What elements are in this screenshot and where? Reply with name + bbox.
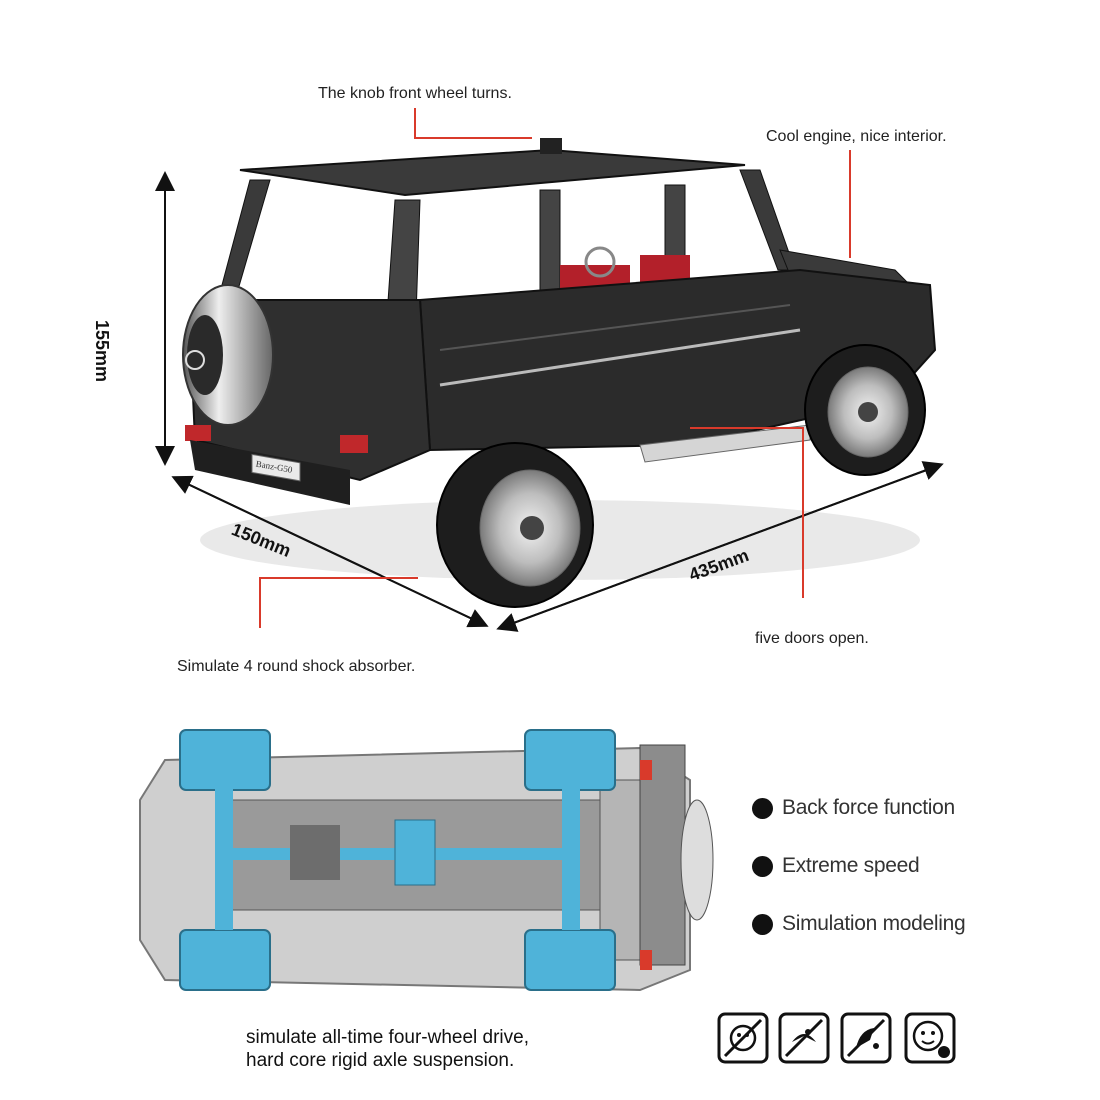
feature-label: Extreme speed bbox=[782, 854, 920, 877]
front-axle bbox=[215, 785, 233, 930]
chassis-motor bbox=[290, 825, 340, 880]
side-step bbox=[639, 424, 811, 463]
wheel-front-right bbox=[179, 929, 271, 991]
mid-pillar bbox=[539, 189, 561, 301]
age-warning-icon bbox=[904, 1012, 956, 1064]
shock-callout: Simulate 4 round shock absorber. bbox=[177, 658, 416, 675]
wheel-front-left bbox=[179, 729, 271, 791]
no-small-parts-icon bbox=[717, 1012, 769, 1064]
feature-label: Back force function bbox=[782, 796, 955, 819]
body-trim-line bbox=[439, 328, 801, 387]
engine-callout: Cool engine, nice interior. bbox=[766, 128, 947, 145]
doors-callout: five doors open. bbox=[755, 630, 869, 647]
rear-axle bbox=[562, 785, 580, 930]
wheel-rear-left bbox=[524, 729, 616, 791]
rear-wheel-hub bbox=[520, 516, 544, 540]
chassis-bumper bbox=[639, 744, 686, 966]
bullet-icon bbox=[752, 913, 773, 935]
front-wheel-hub bbox=[858, 402, 878, 422]
knob-callout-line bbox=[414, 108, 532, 139]
caption-line-1: simulate all-time four-wheel drive, bbox=[246, 1027, 529, 1048]
chassis-spare-wheel bbox=[680, 799, 714, 921]
width-arrow-right bbox=[174, 477, 489, 628]
feature-extreme-speed: Extreme speed bbox=[752, 854, 920, 878]
wheel-rear-right bbox=[524, 929, 616, 991]
caption-line-2: hard core rigid axle suspension. bbox=[246, 1050, 515, 1071]
no-mouth-icon bbox=[778, 1012, 830, 1064]
shock-callout-line bbox=[259, 577, 418, 628]
rear-light-right bbox=[340, 435, 368, 453]
spare-wheel-hub bbox=[187, 315, 223, 395]
height-label: 155mm bbox=[92, 320, 112, 383]
doors-callout-line bbox=[690, 427, 804, 598]
no-swallow-icon bbox=[840, 1012, 892, 1064]
body-panel-line bbox=[439, 304, 791, 351]
knob bbox=[540, 138, 562, 154]
roof bbox=[239, 148, 746, 197]
bullet-icon bbox=[752, 797, 773, 819]
rear-pillar bbox=[217, 179, 271, 301]
caption: simulate all-time four-wheel drive, hard… bbox=[246, 1026, 529, 1072]
knob-callout: The knob front wheel turns. bbox=[318, 85, 512, 102]
steering-wheel bbox=[584, 246, 616, 278]
feature-back-force: Back force function bbox=[752, 796, 955, 820]
feature-label: Simulation modeling bbox=[782, 912, 966, 935]
bullet-icon bbox=[752, 855, 773, 877]
chassis-light-top bbox=[640, 760, 652, 780]
license-plate bbox=[251, 453, 301, 482]
chassis-light-bottom bbox=[640, 950, 652, 970]
emblem-icon bbox=[185, 350, 205, 370]
feature-simulation-modeling: Simulation modeling bbox=[752, 912, 966, 936]
length-arrow-right bbox=[499, 461, 944, 629]
rear-light-left bbox=[185, 425, 211, 441]
chassis-view bbox=[139, 729, 714, 992]
gearbox bbox=[394, 819, 436, 886]
